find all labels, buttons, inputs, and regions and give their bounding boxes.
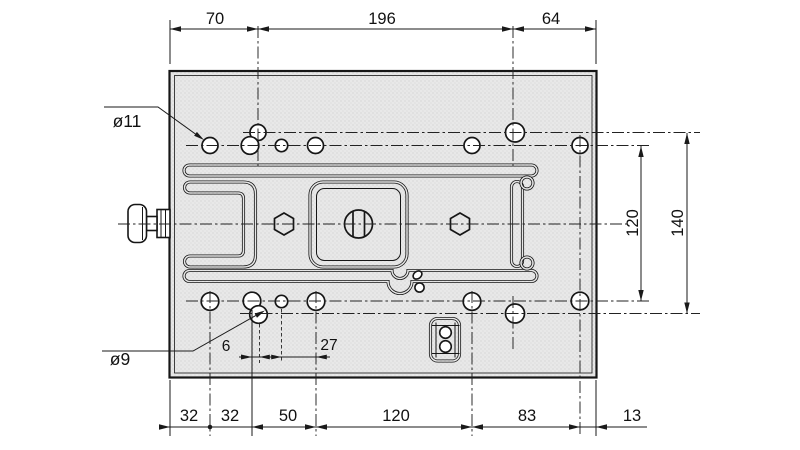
dim-detail-27: 27	[320, 337, 337, 354]
small-pin-hole	[412, 270, 423, 280]
dim-right-140: 140	[669, 209, 687, 237]
centerlines	[118, 26, 700, 436]
dim-bottom-32a: 32	[180, 407, 198, 425]
hex-nut-left	[273, 212, 295, 236]
dim-bottom-120: 120	[382, 407, 410, 425]
dim-right-120: 120	[624, 209, 642, 237]
plate-outline	[168, 69, 598, 379]
label-hole-diameter-11: ø11	[113, 111, 142, 131]
leader-o11	[104, 106, 202, 139]
clamp-feature	[428, 316, 462, 363]
leader-lines	[102, 106, 265, 352]
leader-o9	[102, 311, 263, 352]
clamp-hole	[438, 325, 453, 340]
dim-top-196: 196	[368, 10, 396, 28]
dim-bottom-13: 13	[623, 407, 641, 425]
square-boss-inner	[316, 188, 401, 261]
dimension-lines	[159, 28, 688, 428]
notch-details	[412, 270, 425, 293]
label-hole-diameter-9: ø9	[110, 349, 130, 369]
plate-body	[168, 69, 598, 379]
knob-shaft	[145, 215, 158, 232]
clamp-hole	[438, 339, 453, 354]
dimension-text: 70 196 64 32 32 50 120 83 13 6 27 120 14…	[110, 10, 687, 425]
dim-top-70: 70	[206, 10, 224, 28]
knob-collar	[156, 208, 171, 239]
dim-bottom-32b: 32	[221, 407, 239, 425]
knob-head	[127, 203, 148, 244]
dim-detail-6: 6	[222, 338, 231, 355]
hex-nut-right	[449, 212, 471, 236]
knob-handle	[127, 203, 171, 244]
hex-features	[273, 212, 471, 236]
arrowheads	[159, 26, 690, 430]
hole-bot-small	[274, 294, 289, 309]
dim-top-64: 64	[542, 10, 560, 28]
small-pin-hole	[414, 282, 425, 293]
dim-bottom-50: 50	[279, 407, 297, 425]
dim-bottom-83: 83	[518, 407, 536, 425]
